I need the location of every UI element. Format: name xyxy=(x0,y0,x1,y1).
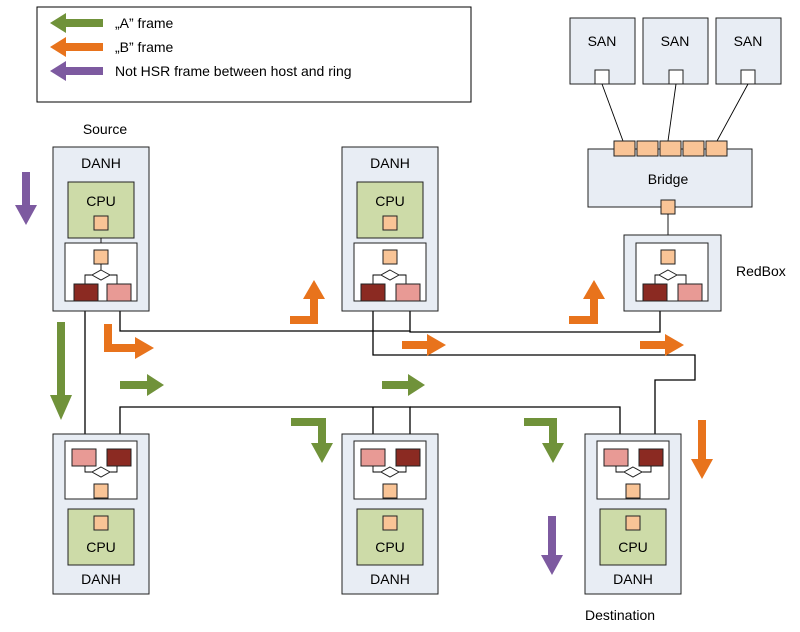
legend-arrow-host xyxy=(50,61,103,81)
san-2: SAN xyxy=(642,17,709,85)
source-label: Source xyxy=(83,121,128,137)
danh-destination-title: DANH xyxy=(613,571,653,587)
host-arrows xyxy=(15,172,563,575)
bridge: Bridge xyxy=(587,140,753,251)
cpu-label: CPU xyxy=(86,193,116,209)
port-b-pink xyxy=(106,283,132,302)
destination-label: Destination xyxy=(585,607,655,623)
legend-label-a: „A” frame xyxy=(115,15,174,31)
legend-arrow-b xyxy=(50,37,103,57)
danh-bottom-middle-title: DANH xyxy=(370,571,410,587)
danh-middle-top: DANH CPU xyxy=(341,146,439,312)
san-1-label: SAN xyxy=(588,33,617,49)
san-1: SAN xyxy=(569,17,636,85)
san-2-label: SAN xyxy=(661,33,690,49)
san-3: SAN xyxy=(715,17,782,85)
host-arrow-destination xyxy=(541,516,563,575)
cpu-label: CPU xyxy=(375,193,405,209)
legend: „A” frame „B” frame Not HSR frame betwee… xyxy=(36,6,472,103)
danh-source: DANH CPU xyxy=(52,146,150,312)
danh-bottom-middle: CPU DANH xyxy=(341,433,439,595)
redbox xyxy=(623,234,722,312)
ring-wires xyxy=(84,303,696,449)
danh-bottom-left-title: DANH xyxy=(81,571,121,587)
san-1-port xyxy=(594,69,610,85)
cpu-label: CPU xyxy=(375,539,405,555)
legend-label-b: „B” frame xyxy=(115,39,174,55)
legend-arrow-a xyxy=(50,13,103,33)
port-a-dark xyxy=(73,283,99,302)
a-frame-arrows xyxy=(50,322,564,463)
danh-destination: CPU DANH xyxy=(584,433,682,595)
legend-label-host: Not HSR frame between host and ring xyxy=(115,63,352,79)
legend-box xyxy=(36,6,472,103)
host-arrow-source xyxy=(15,172,37,225)
b-frame-arrows xyxy=(104,280,713,479)
redbox-label: RedBox xyxy=(736,263,786,279)
san-group: SAN SAN SAN xyxy=(569,17,782,142)
bridge-label: Bridge xyxy=(648,171,689,187)
san-2-port xyxy=(668,69,684,85)
san-3-port xyxy=(740,69,756,85)
danh-source-title: DANH xyxy=(81,155,121,171)
danh-bottom-left: CPU DANH xyxy=(52,433,150,595)
san-3-label: SAN xyxy=(734,33,763,49)
bridge-uplink-port xyxy=(660,199,676,215)
danh-middle-top-title: DANH xyxy=(370,155,410,171)
cpu-label: CPU xyxy=(618,539,648,555)
cpu-label: CPU xyxy=(86,539,116,555)
